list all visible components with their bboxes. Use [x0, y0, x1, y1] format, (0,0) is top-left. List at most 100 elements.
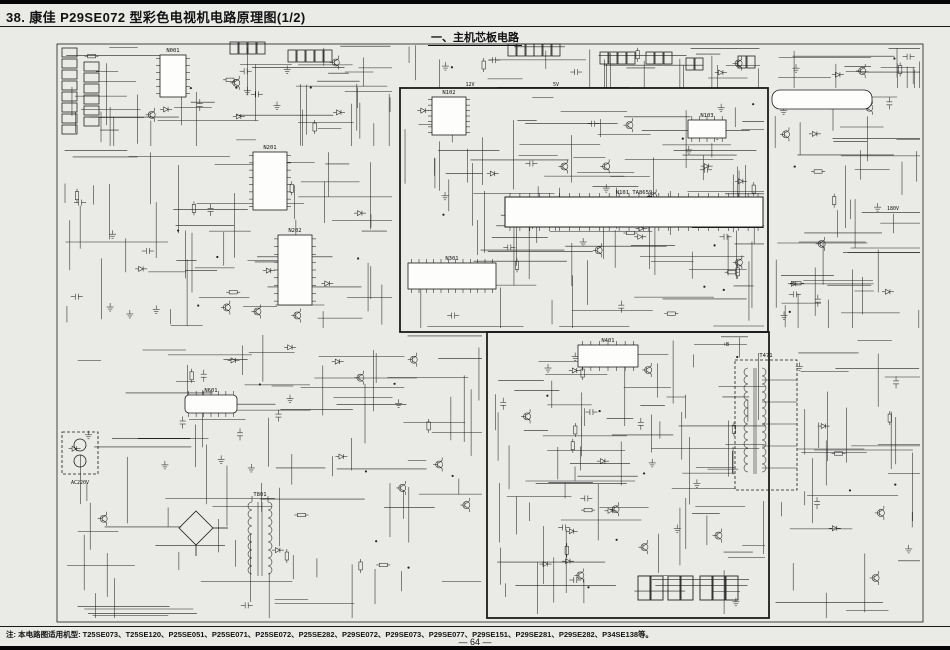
diode-icon: [266, 267, 272, 274]
wire: [102, 514, 107, 518]
resistor-icon: [580, 368, 585, 378]
wire: [234, 83, 240, 88]
junction-dot: [407, 566, 410, 569]
connector: [314, 49, 324, 63]
crt-socket: [771, 89, 873, 110]
connector: [551, 43, 561, 57]
coil-icon: [743, 367, 749, 473]
ic-body-main: [504, 196, 764, 228]
wire: [879, 508, 885, 513]
terminal-strip: [61, 113, 78, 124]
label-ic-n102: N102: [442, 90, 455, 96]
footer-rule: [0, 626, 950, 627]
connector: [617, 51, 627, 65]
wire: [873, 578, 879, 583]
resistor-icon: [832, 196, 837, 205]
wire: [334, 58, 339, 62]
label-ic-n601: N601: [204, 388, 217, 394]
wire: [737, 258, 743, 262]
schematic-border: [56, 43, 924, 623]
resistor-icon: [573, 425, 578, 435]
connector: [608, 51, 618, 65]
label-ac-in: AC220V: [71, 480, 89, 486]
junction-dot: [189, 86, 192, 90]
junction-dot: [703, 285, 706, 288]
connector: [542, 43, 552, 57]
connector: [663, 51, 673, 65]
wire: [651, 192, 657, 196]
connector: [247, 41, 257, 55]
wire: [255, 307, 261, 311]
wire: [604, 167, 610, 171]
terminal-strip: [83, 61, 100, 72]
mains-terminal-icon: [73, 438, 87, 452]
diode-icon: [791, 280, 797, 287]
resistor-icon: [813, 169, 823, 174]
label-ic-n301: N301: [445, 256, 458, 262]
page-number: — 64 —: [458, 637, 492, 647]
diode-icon: [832, 525, 838, 532]
wire: [860, 66, 866, 71]
wire: [737, 263, 743, 267]
connector: [725, 575, 739, 601]
section-heading: 一、主机芯板电路: [0, 29, 950, 46]
diode-icon: [357, 210, 363, 217]
mains-input-outline: [61, 431, 99, 475]
connector: [685, 57, 695, 71]
connector: [256, 41, 266, 55]
connector: [650, 575, 664, 601]
connector: [507, 43, 517, 57]
junction-dot: [722, 288, 725, 291]
wire: [646, 370, 652, 375]
junction-dot: [587, 586, 590, 589]
label-voltage-180: 180V: [887, 206, 899, 212]
diode-icon: [703, 163, 710, 170]
junction-dot: [752, 103, 755, 106]
wire: [646, 365, 652, 370]
scan-edge-top: [0, 0, 950, 4]
wire: [358, 373, 364, 377]
diode-icon: [336, 109, 342, 116]
wire: [225, 308, 230, 312]
wire: [295, 316, 301, 320]
ic-body-n103: [687, 119, 727, 139]
ic-body-n601: [184, 394, 238, 414]
resistor-icon: [228, 290, 238, 295]
wire: [358, 378, 364, 382]
scan-edge-bottom: [0, 646, 950, 650]
connector: [238, 41, 248, 55]
label-main-ic: N101 TA8659: [616, 190, 652, 196]
terminal-strip: [83, 83, 100, 94]
connector: [533, 43, 543, 57]
wire: [642, 542, 648, 547]
label-transformer: T801: [253, 492, 266, 498]
diode-icon: [718, 69, 724, 76]
resistor-icon: [191, 204, 196, 213]
resistor-icon: [289, 183, 294, 193]
junction-dot: [642, 472, 646, 475]
diode-icon: [163, 106, 169, 113]
wire: [860, 71, 866, 76]
label-ic-n202: N202: [288, 228, 301, 234]
diode-icon: [607, 507, 614, 514]
terminal-strip: [83, 116, 100, 127]
wire: [234, 78, 240, 83]
wire: [627, 120, 633, 125]
section-heading-text: 一、主机芯板电路: [428, 32, 522, 46]
diode-icon: [738, 178, 744, 185]
diode-icon: [138, 265, 144, 272]
coil-icon: [267, 501, 273, 575]
label-flyback: T471: [759, 353, 772, 359]
wire: [613, 504, 619, 509]
junction-dot: [450, 66, 454, 69]
connector: [680, 575, 694, 601]
connector: [654, 51, 664, 65]
wire: [578, 571, 584, 575]
connector: [637, 575, 651, 601]
resistor-icon: [626, 231, 635, 235]
wire: [879, 513, 885, 518]
terminal-strip: [61, 124, 78, 135]
wire: [400, 488, 406, 493]
